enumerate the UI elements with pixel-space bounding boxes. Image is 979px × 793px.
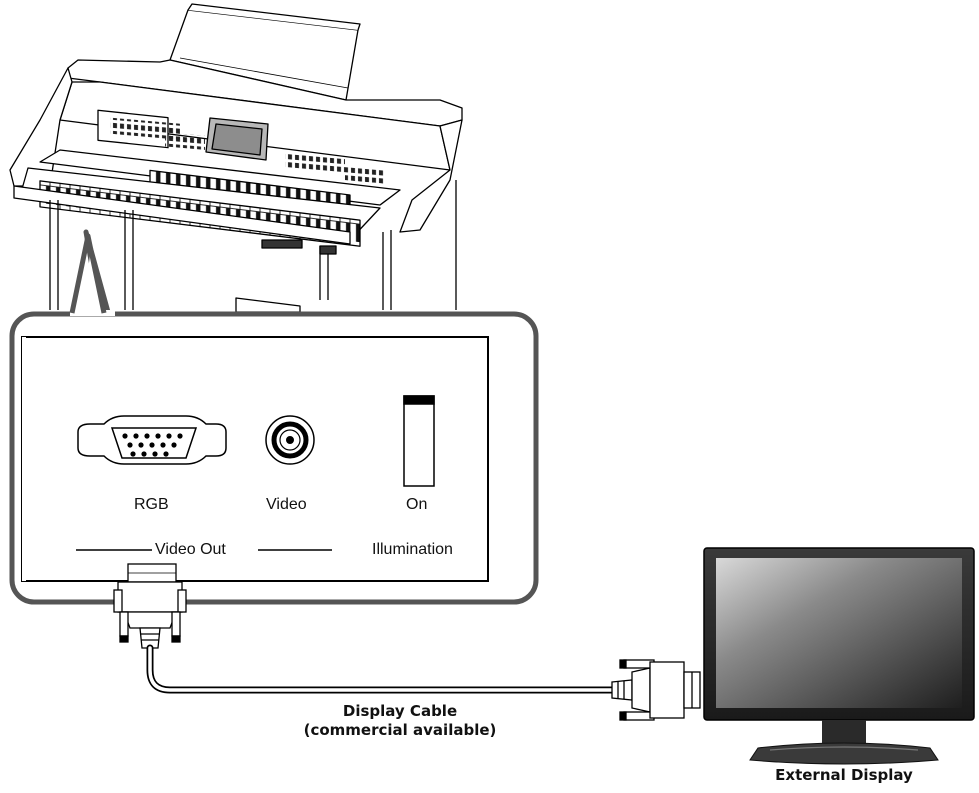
cable-plug-display <box>611 659 701 721</box>
illumination-label: Illumination <box>372 541 453 558</box>
on-label: On <box>406 496 428 513</box>
external-display-label: External Display <box>775 766 913 784</box>
illumination-switch <box>403 395 435 487</box>
callout-panel <box>9 229 539 605</box>
upper-button-bank-left <box>110 117 205 150</box>
cable-plug-organ <box>113 563 187 649</box>
video-label: Video <box>266 496 307 513</box>
external-display <box>703 547 975 765</box>
upper-button-bank-right <box>285 152 385 184</box>
display-cable-label: Display Cable (commercial available) <box>290 702 510 740</box>
video-connector <box>265 415 315 465</box>
rgb-label: RGB <box>134 496 169 513</box>
organ-display-screen <box>205 117 269 161</box>
display-cable-label-line1: Display Cable <box>342 702 458 720</box>
organ-illustration <box>9 3 463 313</box>
display-cable <box>146 644 616 694</box>
display-cable-label-line2: (commercial available) <box>303 721 497 739</box>
video-out-label: Video Out <box>155 541 226 558</box>
rgb-connector <box>77 415 227 465</box>
